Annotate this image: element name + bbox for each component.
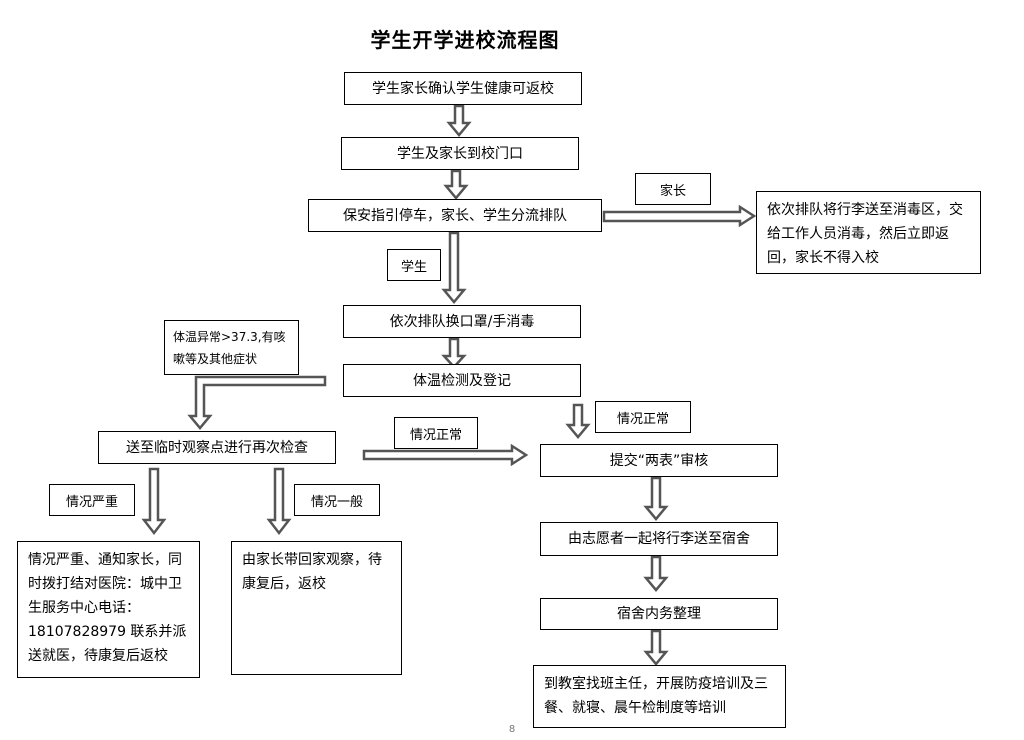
arrow-s6-s7: [643, 476, 669, 521]
chart-title: 学生开学进校流程图: [370, 28, 560, 52]
step-parking-split: 保安指引停车，家长、学生分流排队: [308, 199, 602, 232]
step-arrive-gate: 学生及家长到校门口: [341, 137, 579, 170]
arrow-s7-s8: [643, 555, 669, 592]
arrow-s5-recheck: [187, 375, 327, 430]
step-luggage-dorm: 由志愿者一起将行李送至宿舍: [540, 522, 778, 556]
step-classroom-training: 到教室找班主任，开展防疫培训及三餐、就寝、晨午检制度等培训: [533, 665, 786, 728]
label-normal-2: 情况正常: [394, 417, 478, 449]
arrow-recheck-s6: [362, 443, 529, 467]
label-parent: 家长: [635, 173, 711, 205]
arrow-s3-parent: [602, 204, 757, 228]
label-severe: 情况严重: [49, 484, 135, 516]
label-mild: 情况一般: [294, 484, 380, 516]
arrow-recheck-severe: [141, 467, 167, 536]
arrow-s2-s3: [443, 169, 469, 200]
step-submit-forms: 提交“两表”审核: [540, 444, 778, 477]
step-parent-luggage: 依次排队将行李送至消毒区，交给工作人员消毒，然后立即返回，家长不得入校: [756, 191, 981, 274]
label-normal-1: 情况正常: [595, 401, 691, 433]
label-student: 学生: [387, 249, 441, 281]
step-recheck: 送至临时观察点进行再次检查: [98, 431, 336, 464]
arrow-s5-s6: [565, 403, 591, 439]
page-number: 8: [508, 724, 516, 735]
step-severe-hospital: 情况严重、通知家长，同时拨打结对医院：城中卫生服务中心电话：1810782897…: [17, 541, 200, 678]
step-mild-home: 由家长带回家观察，待康复后，返校: [231, 541, 402, 675]
step-temperature-check: 体温检测及登记: [343, 364, 581, 397]
arrow-recheck-mild: [266, 467, 292, 536]
arrow-s4-s5: [441, 337, 467, 369]
arrow-s3-s4: [441, 231, 467, 304]
step-mask-sanitize: 依次排队换口罩/手消毒: [343, 305, 581, 338]
step-dorm-tidy: 宿舍内务整理: [540, 598, 778, 630]
arrow-s8-s9: [643, 629, 669, 666]
step-health-confirm: 学生家长确认学生健康可返校: [344, 72, 582, 105]
arrow-s1-s2: [446, 104, 472, 137]
label-temp-abnormal: 体温异常>37.3,有咳嗽等及其他症状: [164, 320, 299, 375]
